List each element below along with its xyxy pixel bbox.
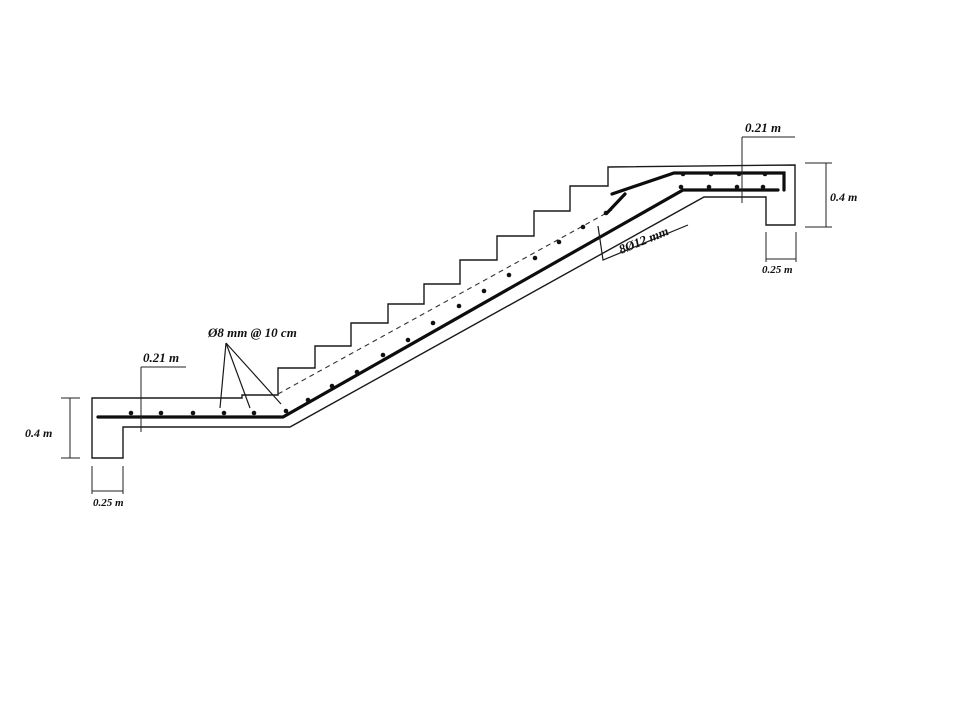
stirrup-leader-line (219, 342, 227, 409)
stirrup-leaders (219, 342, 282, 409)
main-bottom-rebar (96, 188, 780, 419)
left-dimensions (61, 366, 186, 494)
left-height-label: 0.4 m (25, 426, 52, 440)
distribution-bar-dot (680, 171, 686, 177)
distribution-bar-dot (603, 210, 609, 216)
distribution-bar-dot (405, 337, 411, 343)
distribution-bar-dot (736, 171, 742, 177)
distribution-bars (128, 171, 768, 416)
right-dimensions (741, 136, 832, 262)
distribution-bar-dot (532, 255, 538, 261)
left-cover-label: 0.21 m (143, 350, 179, 365)
distribution-bar-dot (158, 410, 164, 416)
distribution-bar-dot (305, 397, 311, 403)
distribution-bar-dot (556, 239, 562, 245)
top-flight-rebar (605, 192, 627, 215)
distribution-bar-dot (354, 369, 360, 375)
distribution-bar-dot (678, 184, 684, 190)
stirrup-leader-line (225, 342, 282, 405)
right-cover-label: 0.21 m (745, 120, 781, 135)
distribution-bar-dot (506, 272, 512, 278)
step-nosing-line (277, 209, 613, 395)
distribution-bar-dot (456, 303, 462, 309)
distribution-bar-dot (221, 410, 227, 416)
left-width-label: 0.25 m (93, 497, 124, 509)
right-height-label: 0.4 m (830, 190, 857, 204)
distribution-bar-dot (706, 184, 712, 190)
distribution-bar-dot (251, 410, 257, 416)
main-bars-label: 8Ø12 mm (617, 223, 671, 257)
distribution-bar-dot (380, 352, 386, 358)
main-bars-leader (597, 224, 689, 261)
distribution-bar-dot (760, 184, 766, 190)
distribution-bar-dot (283, 408, 289, 414)
stirrup-spacing-label: Ø8 mm @ 10 cm (207, 325, 297, 340)
distribution-bar-dot (430, 320, 436, 326)
stirrup-leader-line (225, 342, 251, 409)
distribution-bar-dot (580, 224, 586, 230)
distribution-bar-dot (762, 171, 768, 177)
right-width-label: 0.25 m (762, 264, 793, 276)
distribution-bar-dot (128, 410, 134, 416)
distribution-bar-dot (734, 184, 740, 190)
distribution-bar-dot (190, 410, 196, 416)
top-landing-rebar (610, 171, 786, 196)
distribution-bar-dot (481, 288, 487, 294)
distribution-bar-dot (708, 171, 714, 177)
distribution-bar-dot (329, 383, 335, 389)
stair-concrete-outline (91, 164, 796, 459)
